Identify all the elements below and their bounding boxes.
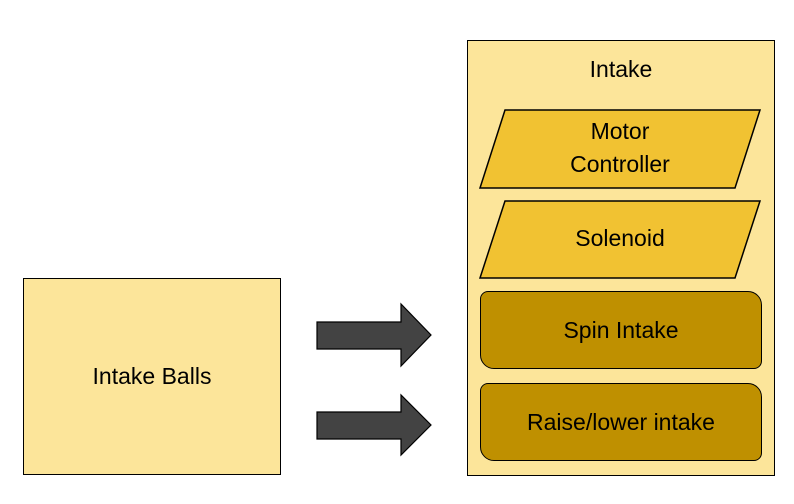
- raise-lower-intake-label: Raise/lower intake: [527, 408, 715, 435]
- intake-balls-label: Intake Balls: [92, 363, 212, 389]
- intake-balls-box: Intake Balls: [23, 278, 281, 475]
- spin-intake-label: Spin Intake: [563, 316, 679, 343]
- arrow-to-spin-intake: [316, 302, 432, 368]
- motor-controller-shape: [478, 109, 762, 189]
- raise-lower-intake-box: Raise/lower intake: [480, 383, 762, 461]
- arrow-to-raise-lower: [316, 393, 432, 457]
- intake-title: Intake: [589, 56, 653, 82]
- solenoid-shape: [478, 200, 762, 279]
- spin-intake-box: Spin Intake: [480, 291, 762, 369]
